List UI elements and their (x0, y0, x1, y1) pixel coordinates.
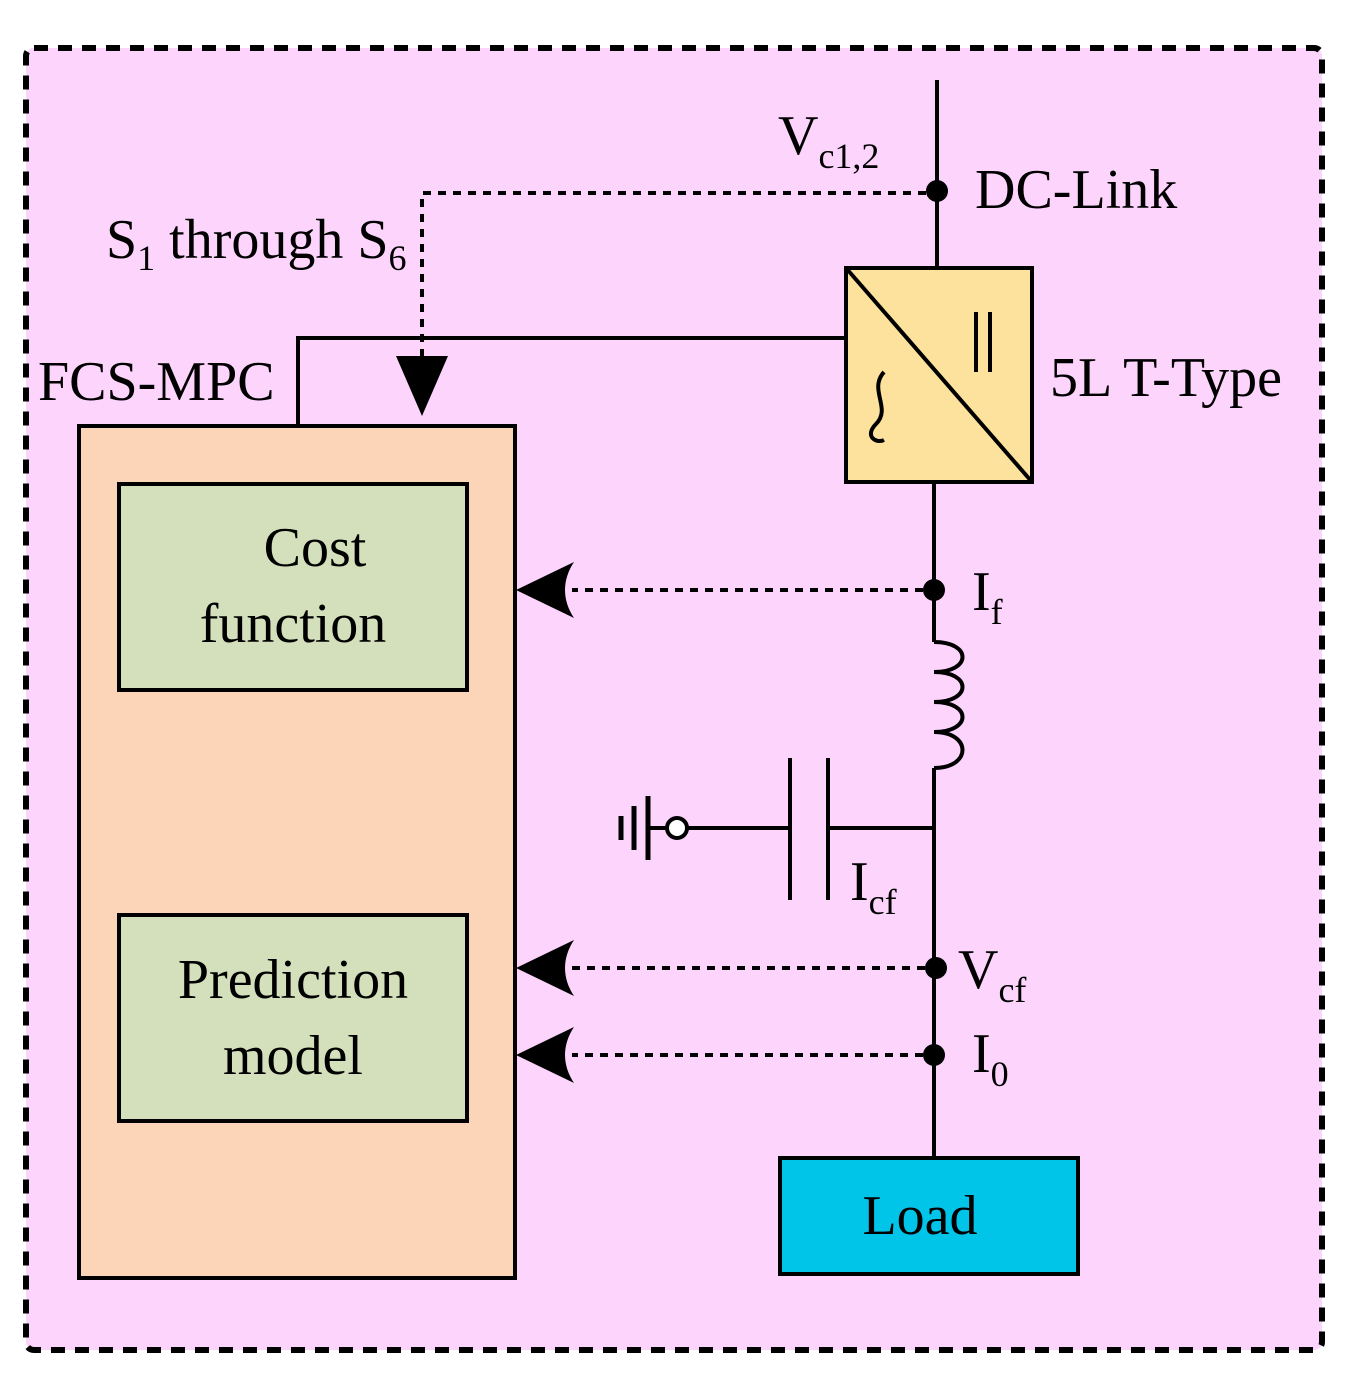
converter-label: 5L T-Type (1050, 347, 1282, 409)
vcf-label: Vcf (958, 939, 1026, 1010)
dc-link-label: DC-Link (975, 159, 1177, 221)
if-feedback-arrow (516, 562, 574, 618)
if-node (923, 579, 945, 601)
load-label: Load (862, 1185, 977, 1247)
icf-label: Icf (850, 851, 897, 922)
switching-signals-label: S1 through S6 (106, 209, 407, 278)
cost-function-label-line2: function (200, 593, 387, 655)
if-label: If (972, 561, 1003, 632)
fcs-mpc-label: FCS-MPC (38, 351, 275, 413)
load-block (778, 1156, 1080, 1276)
prediction-model-label-line2: model (223, 1025, 363, 1087)
converter-diagonal (844, 266, 1034, 484)
prediction-model-label-line1: Prediction (178, 949, 408, 1011)
dc-link-node (926, 180, 948, 202)
vcf-feedback-arrow (516, 940, 574, 996)
io-feedback-arrow (516, 1027, 574, 1083)
filter-inductor (933, 640, 965, 770)
prediction-model-block (117, 913, 469, 1123)
cost-function-block (117, 482, 469, 692)
io-node (923, 1044, 945, 1066)
io-label: I0 (972, 1023, 1009, 1094)
vc-feedback-arrow (396, 356, 448, 416)
gating-signal-line (296, 336, 846, 426)
vcf-node (925, 957, 947, 979)
vc-feedback-line (420, 191, 926, 360)
vc12-label: Vc1,2 (778, 105, 879, 176)
ac-symbol-icon (869, 370, 886, 443)
ground-terminal (665, 816, 689, 840)
cost-function-label-line1: Cost (264, 517, 367, 579)
